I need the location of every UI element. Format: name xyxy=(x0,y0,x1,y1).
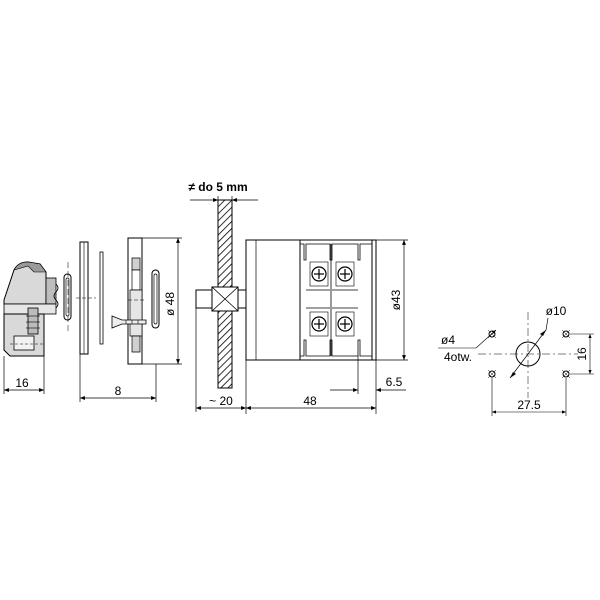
handle-side-view: 16 xyxy=(3,261,59,394)
terminal-screw xyxy=(311,316,327,332)
mount-hole-label: ø4 xyxy=(441,333,455,347)
center-hole xyxy=(509,317,549,379)
handle-spring xyxy=(53,283,59,309)
mount-hole xyxy=(561,329,571,339)
body-diameter-dimension: ø43 xyxy=(376,239,408,361)
handle-depth-label: 16 xyxy=(15,376,29,390)
oring-and-plate xyxy=(63,241,104,355)
terminal-screw xyxy=(311,266,327,282)
terminal-block xyxy=(300,243,372,357)
terminal-screw xyxy=(337,266,353,282)
panel-thickness-label: ≠ do 5 mm xyxy=(188,180,247,194)
panel-and-shaft: ≠ do 5 mm xyxy=(188,180,258,412)
hole-spacing-h-dimension: 27.5 xyxy=(491,378,567,416)
mount-hole xyxy=(561,369,571,379)
hole-spacing-v-dimension: 16 xyxy=(570,333,594,375)
handle-screw xyxy=(27,307,39,335)
bracket-depth-dimension: 8 xyxy=(79,354,157,402)
bracket-screw xyxy=(111,315,147,329)
depth-dimensions: ~ 20 48 xyxy=(196,360,377,414)
hole-spacing-h-label: 27.5 xyxy=(517,398,541,412)
switch-body xyxy=(245,239,377,361)
oring xyxy=(63,273,72,321)
mounting-bracket xyxy=(111,237,160,365)
bracket-depth-label: 8 xyxy=(115,384,122,398)
panel-cutout-view: ø10 ø4 4otw. 16 xyxy=(438,304,594,416)
bracket-oring xyxy=(151,269,160,329)
handle-diameter-dimension: ø 48 xyxy=(142,237,182,365)
terminal-offset-label: 6.5 xyxy=(386,375,403,389)
handle-top-dark xyxy=(13,261,47,273)
body-diameter-label: ø43 xyxy=(389,289,403,310)
mount-hole-count-label: 4otw. xyxy=(444,350,472,364)
handle-diameter-label: ø 48 xyxy=(163,292,177,316)
terminal-screw xyxy=(337,316,353,332)
mount-hole xyxy=(487,369,497,379)
body-depth-label: 48 xyxy=(303,394,317,408)
handle-lock-block xyxy=(13,335,35,351)
center-hole-label: ø10 xyxy=(546,304,567,318)
shaft-length-label: ~ 20 xyxy=(209,394,233,408)
handle-collar xyxy=(45,277,57,305)
terminal-offset-dimension: 6.5 xyxy=(330,356,406,394)
body-housing xyxy=(245,239,377,361)
plate-lens xyxy=(99,251,104,345)
hole-spacing-v-label: 16 xyxy=(575,347,589,361)
